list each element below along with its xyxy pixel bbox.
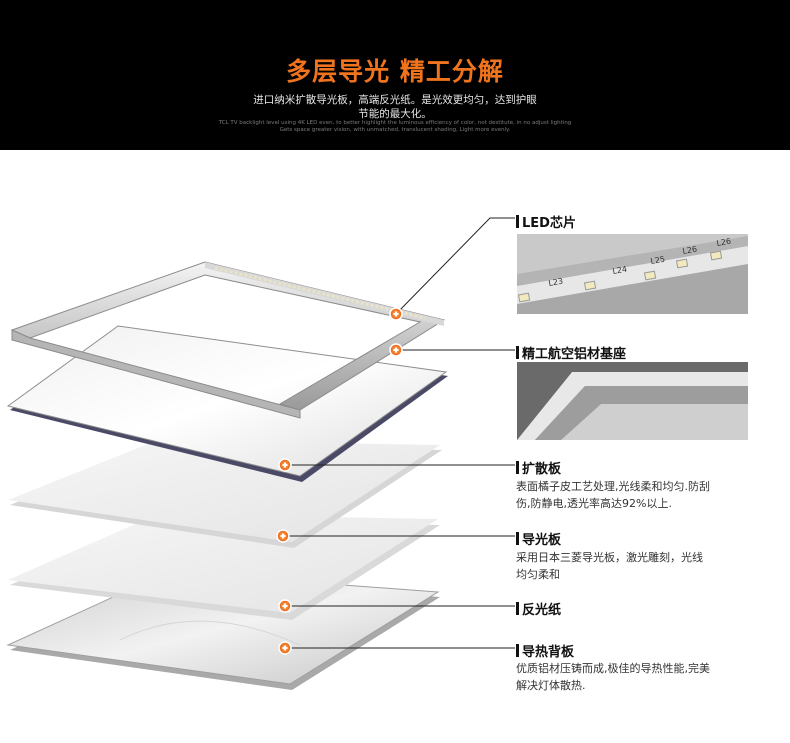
chip-label: L23	[548, 277, 564, 288]
banner-subtitle: 进口纳米扩散导光板，高端反光纸。是光效更均匀，达到护眼 节能的最大化。	[180, 93, 610, 121]
desc-line: 表面橘子皮工艺处理,光线柔和均匀.防刮	[516, 480, 710, 493]
led-chip	[675, 258, 689, 269]
desc-line: 伤,防静电,透光率高达92%以上.	[516, 497, 672, 510]
aluminium-frame-layer	[10, 261, 446, 419]
title-bar	[516, 644, 519, 657]
header-banner: 多层导光 精工分解 进口纳米扩散导光板，高端反光纸。是光效更均匀，达到护眼 节能…	[0, 0, 790, 150]
callout-title-text: 反光纸	[522, 603, 562, 618]
led-chip-photo: L23 L24 L25 L26 L26	[517, 234, 748, 314]
banner-english-line2: Gets space greater vision, with unmatche…	[279, 127, 511, 133]
callout-title-text: LED芯片	[522, 216, 576, 231]
callout-title-text: 导热背板	[522, 645, 575, 660]
title-bar	[516, 346, 519, 359]
desc-line: 解决灯体散热.	[516, 679, 586, 692]
callout-diffuser-desc: 表面橘子皮工艺处理,光线柔和均匀.防刮 伤,防静电,透光率高达92%以上.	[516, 478, 776, 512]
banner-english-text: TCL TV backlight level using 4K LED even…	[150, 120, 640, 134]
aluminium-corner-illustration	[517, 362, 748, 440]
led-chip	[583, 280, 597, 291]
callout-aluminium-base-title: 精工航空铝材基座	[516, 343, 626, 362]
callout-title-text: 精工航空铝材基座	[522, 347, 627, 362]
title-bar	[516, 532, 519, 545]
led-chip	[709, 250, 723, 261]
desc-line: 优质铝材压铸而成,极佳的导热性能,完美	[516, 662, 710, 675]
led-strip-illustration: L23 L24 L25 L26 L26	[517, 234, 748, 314]
led-chip	[517, 292, 531, 303]
banner-english-line1: TCL TV backlight level using 4K LED even…	[218, 120, 572, 126]
led-chip	[643, 270, 657, 281]
title-bar	[516, 215, 519, 228]
chip-label: L24	[612, 265, 628, 276]
reflector-layer	[8, 514, 440, 620]
back-plate-layer	[6, 571, 440, 690]
leader-lines	[283, 217, 515, 649]
callout-reflector-title: 反光纸	[516, 599, 561, 618]
banner-title: 多层导光 精工分解	[286, 57, 504, 86]
aluminium-base-photo	[517, 362, 748, 440]
desc-line: 采用日本三菱导光板，激光雕刻，光线	[516, 551, 703, 564]
chip-label: L26	[682, 245, 698, 256]
callout-diffuser-title: 扩散板	[516, 458, 561, 477]
callout-light-guide-title: 导光板	[516, 529, 561, 548]
chip-label: L25	[650, 255, 666, 266]
callout-led-chip-title: LED芯片	[516, 212, 576, 231]
callout-title-text: 导光板	[522, 533, 562, 548]
chip-label: L26	[716, 237, 732, 248]
callout-light-guide-desc: 采用日本三菱导光板，激光雕刻，光线 均匀柔和	[516, 549, 776, 583]
callout-back-plate-title: 导热背板	[516, 641, 574, 660]
banner-subtitle-line2: 节能的最大化。	[358, 108, 432, 120]
title-bar	[516, 461, 519, 474]
callout-back-plate-desc: 优质铝材压铸而成,极佳的导热性能,完美 解决灯体散热.	[516, 660, 776, 694]
title-bar	[516, 602, 519, 615]
callout-title-text: 扩散板	[522, 462, 562, 477]
callout-markers	[276, 307, 403, 655]
banner-subtitle-line1: 进口纳米扩散导光板，高端反光纸。是光效更均匀，达到护眼	[253, 94, 537, 106]
desc-line: 均匀柔和	[516, 568, 560, 581]
